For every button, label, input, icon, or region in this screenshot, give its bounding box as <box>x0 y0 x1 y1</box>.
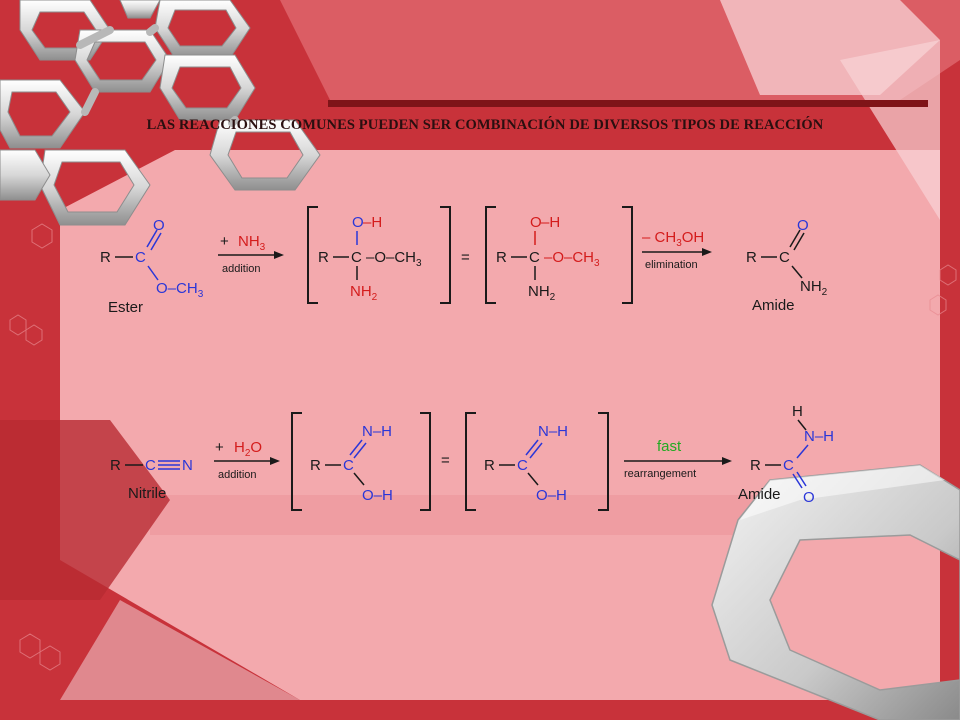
int2-o: O <box>530 214 542 231</box>
equals-sign-2: = <box>441 452 450 469</box>
ester-r: R <box>100 249 111 266</box>
int2-c: C <box>529 249 540 266</box>
amide2-h: H <box>792 403 803 420</box>
title-accent-bar <box>328 100 928 107</box>
int2-r: R <box>496 249 507 266</box>
leaving-ch3oh: – CH3OH <box>642 229 704 249</box>
imid1-nh: N–H <box>362 423 392 440</box>
imid1-r: R <box>310 457 321 474</box>
int2-oh-h: –H <box>541 214 560 231</box>
reagent-nh3: NH3 <box>238 233 266 253</box>
equals-sign-1: = <box>461 249 470 266</box>
ester-structure: R C O O–CH3 Ester <box>100 217 204 316</box>
int1-o: O <box>352 214 364 231</box>
imid1-oh: O–H <box>362 487 393 504</box>
nitrile-structure: R C N Nitrile <box>110 457 193 502</box>
rearrangement-arrow: fast rearrangement <box>624 438 732 480</box>
imidic-acid-intermediate-1: N–H R C O–H <box>291 412 431 511</box>
int2-och3: –O–CH3 <box>544 249 600 269</box>
amide1-r: R <box>746 249 757 266</box>
imid2-r: R <box>484 457 495 474</box>
rearrangement-label: rearrangement <box>624 468 696 480</box>
amide2-o: O <box>803 489 815 506</box>
tetrahedral-intermediate-1: O –H R C –O–CH3 NH2 <box>307 206 451 304</box>
imid1-c: C <box>343 457 354 474</box>
content-panel <box>60 150 940 700</box>
nitrile-label: Nitrile <box>128 485 166 502</box>
amide1-label: Amide <box>752 297 795 314</box>
int1-r: R <box>318 249 329 266</box>
amide1-o: O <box>797 217 809 234</box>
ester-och3: O–CH3 <box>156 280 204 300</box>
amide2-r: R <box>750 457 761 474</box>
tetrahedral-intermediate-2: O –H R C –O–CH3 NH2 <box>485 206 633 304</box>
large-hexagon-decoration <box>711 464 960 720</box>
reagent-h2o: H2O <box>234 439 262 459</box>
int1-och3: –O–CH3 <box>366 249 422 269</box>
imid2-nh: N–H <box>538 423 568 440</box>
imidic-acid-intermediate-2: N–H R C O–H <box>465 412 609 511</box>
elimination-label: elimination <box>645 259 698 271</box>
nitrile-c: C <box>145 457 156 474</box>
addition-arrow-1: + NH3 addition <box>218 233 284 275</box>
slide-title: LAS REACCIONES COMUNES PUEDEN SER COMBIN… <box>146 117 824 133</box>
amide2-label: Amide <box>738 486 781 503</box>
addition-label: addition <box>222 263 261 275</box>
amide-product-2: H N–H R C O Amide <box>738 403 834 506</box>
addition-label-2: addition <box>218 469 257 481</box>
amide-product-1: R C O NH2 Amide <box>746 217 828 314</box>
imid2-c: C <box>517 457 528 474</box>
plus-sign-2: + <box>215 439 224 456</box>
nitrile-n: N <box>182 457 193 474</box>
ester-c: C <box>135 249 146 266</box>
fast-label: fast <box>657 438 682 455</box>
ester-label: Ester <box>108 299 143 316</box>
nitrile-r: R <box>110 457 121 474</box>
elimination-arrow: – CH3OH elimination <box>642 229 712 271</box>
plus-sign: + <box>220 233 229 250</box>
int1-c: C <box>351 249 362 266</box>
amide1-nh2: NH2 <box>800 278 828 298</box>
reaction-nitrile-to-amide: R C N Nitrile + H2O addition N–H R C <box>110 403 834 511</box>
int2-nh2: NH2 <box>528 283 556 303</box>
int1-nh2: NH2 <box>350 283 378 303</box>
hexagon-molecule-decoration <box>0 0 321 226</box>
amide2-nh: N–H <box>804 428 834 445</box>
imid2-oh: O–H <box>536 487 567 504</box>
amide1-c: C <box>779 249 790 266</box>
reaction-ester-to-amide: R C O O–CH3 Ester + NH3 addition O –H R <box>100 206 828 316</box>
addition-arrow-2: + H2O addition <box>214 439 280 481</box>
int1-oh-h: –H <box>363 214 382 231</box>
ester-carbonyl-o: O <box>153 217 165 234</box>
amide2-c: C <box>783 457 794 474</box>
